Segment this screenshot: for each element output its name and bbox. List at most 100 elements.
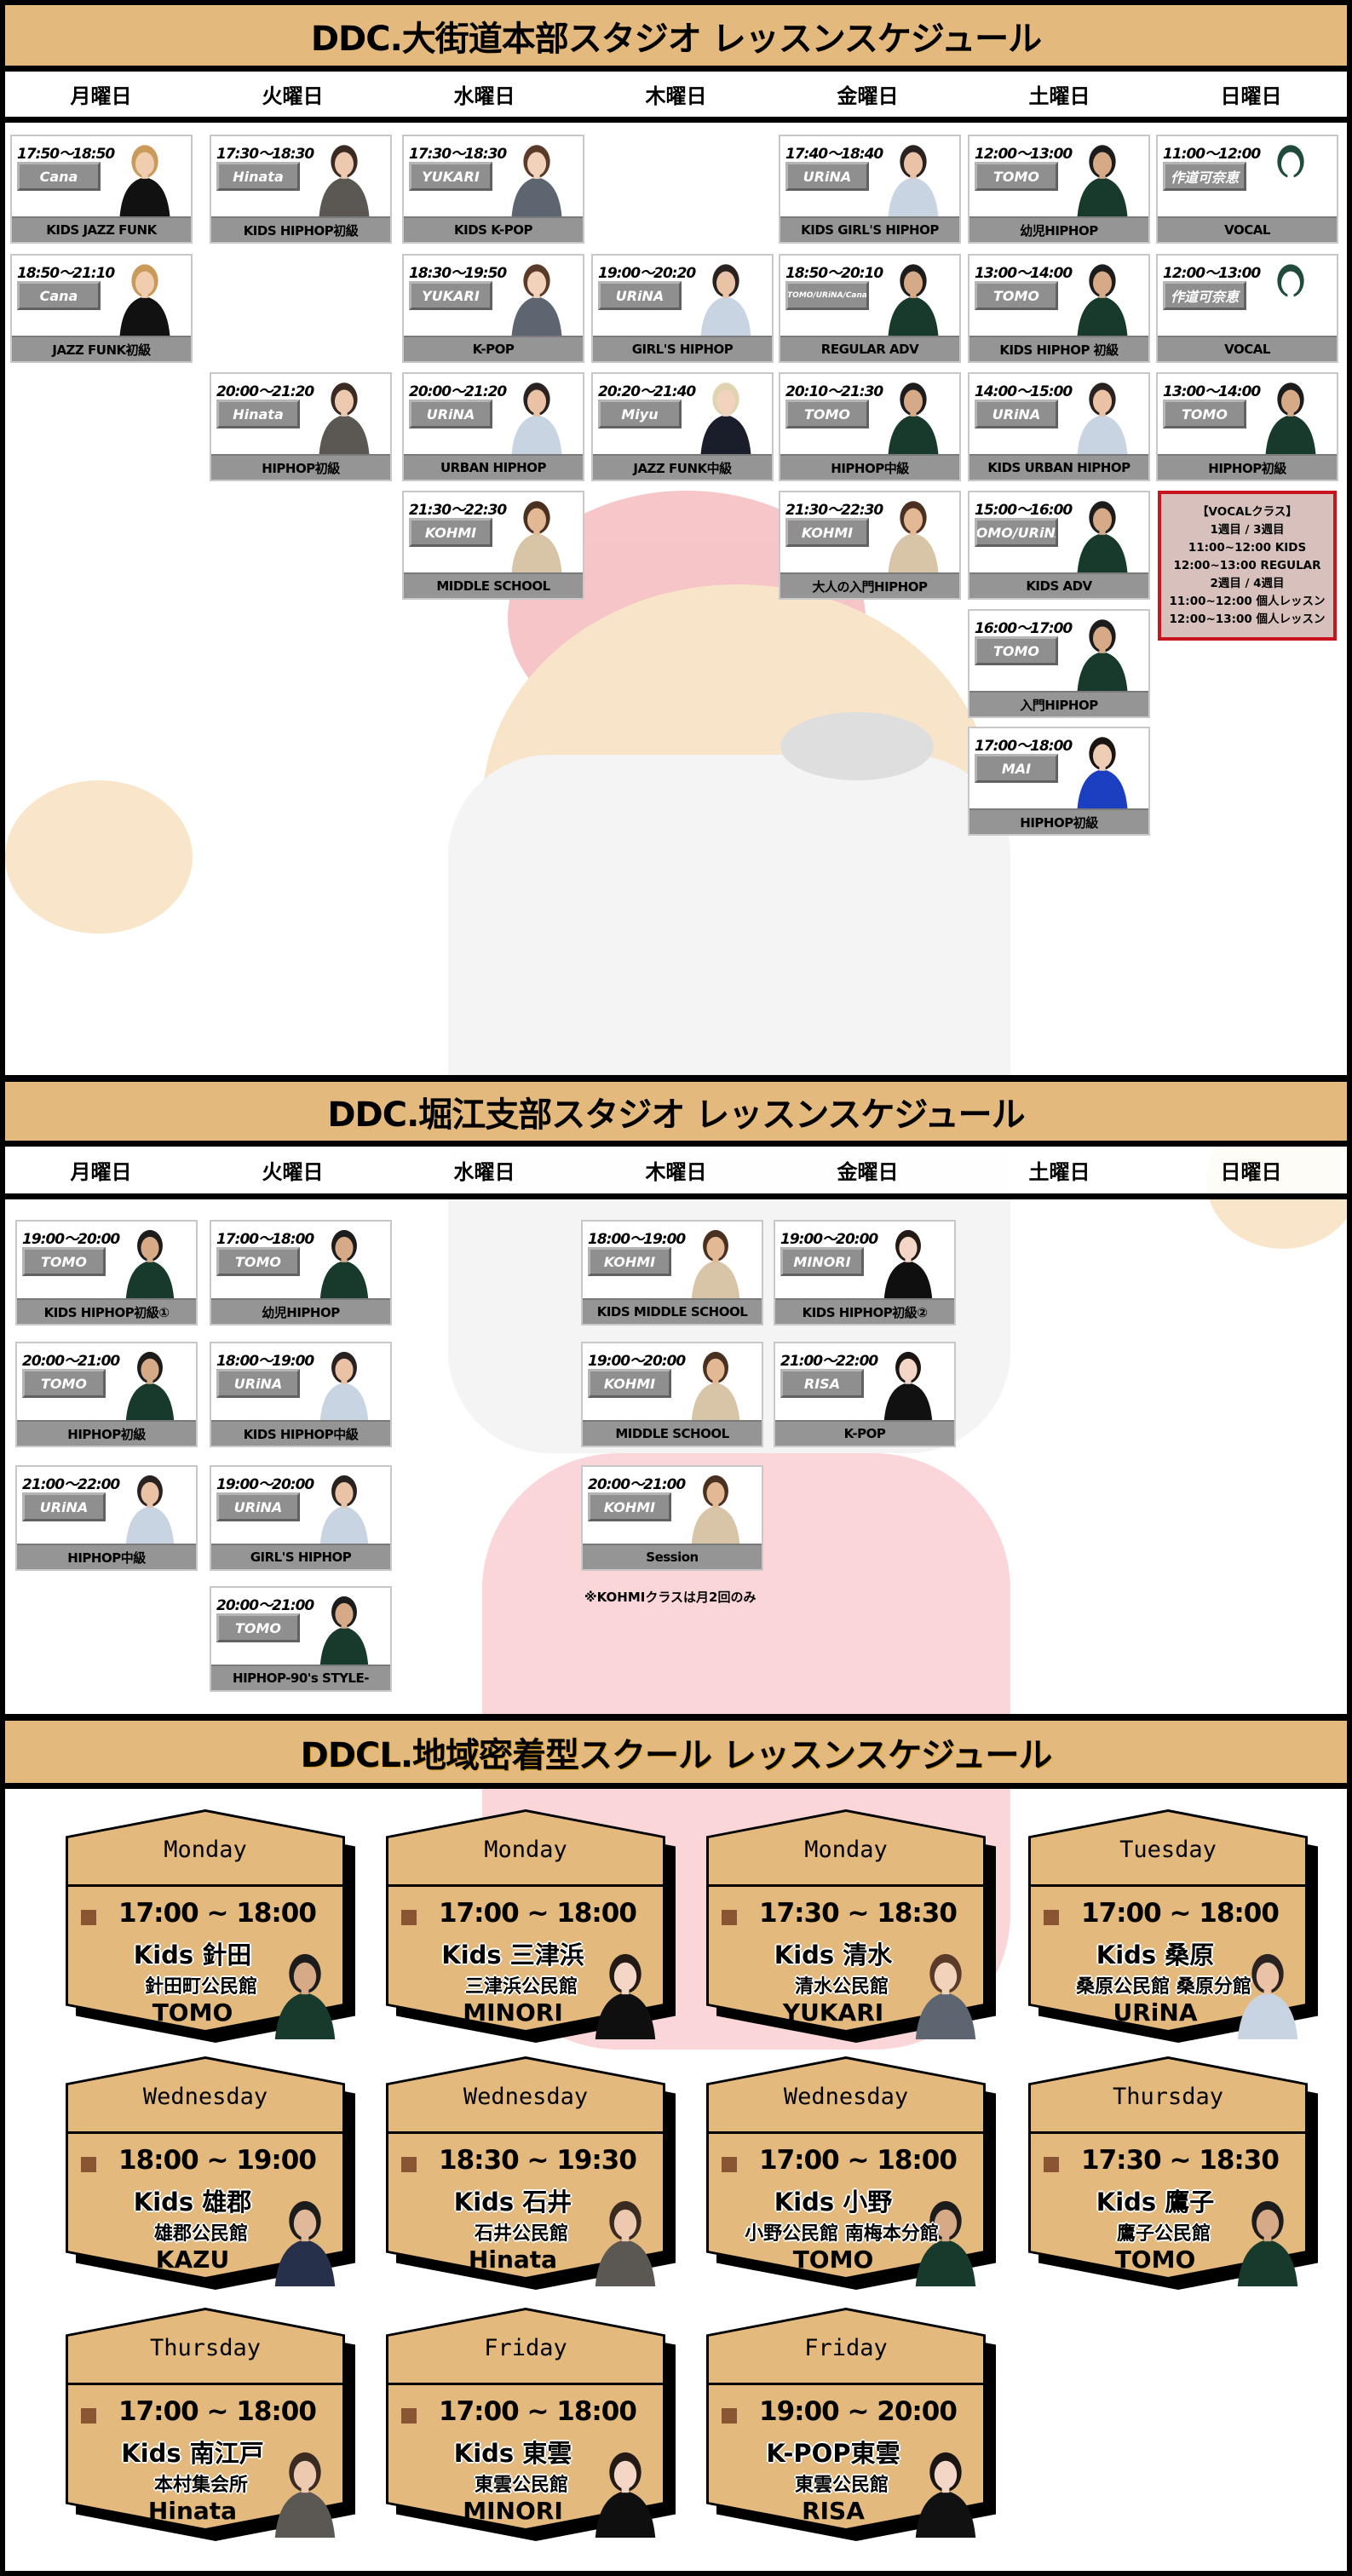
instructor-button[interactable]: TOMO: [216, 1613, 300, 1642]
class-card[interactable]: 19:00～20:20 URiNA GIRL'S HIPHOP: [591, 254, 774, 363]
community-class-card[interactable]: Wednesday 18:30 ~ 19:30 Kids 石井 石井公民館 Hi…: [386, 2056, 676, 2290]
card-instructor: TOMO: [152, 1998, 233, 2027]
instructor-photo: [494, 138, 579, 216]
vocal-note-line: 12:00~13:00 個人レッスン: [1169, 612, 1326, 626]
instructor-button[interactable]: URiNA: [785, 162, 869, 191]
instructor-button[interactable]: Cana: [17, 162, 101, 191]
class-time: 17:30～18:30: [216, 146, 314, 163]
instructor-button[interactable]: TOMO: [216, 1247, 300, 1276]
instructor-button[interactable]: 作道可奈恵: [1163, 281, 1246, 310]
community-class-card[interactable]: Monday 17:30 ~ 18:30 Kids 清水 清水公民館 YUKAR…: [706, 1809, 996, 2043]
class-card[interactable]: 18:50～20:10 TOMO/URiNA/Cana REGULAR ADV: [779, 254, 961, 363]
class-card[interactable]: 21:30～22:30 KOHMI 大人の入門HIPHOP: [779, 491, 961, 600]
instructor-button[interactable]: Cana: [17, 281, 101, 310]
class-card[interactable]: 13:00～14:00 TOMO HIPHOP初級: [1156, 372, 1338, 481]
instructor-photo: [1248, 257, 1333, 336]
community-class-card[interactable]: Friday 19:00 ~ 20:00 K-POP東雲 東雲公民館 RISA: [706, 2308, 996, 2541]
instructor-button[interactable]: TOMO: [785, 400, 869, 428]
bullet-square-icon: [81, 1910, 96, 1925]
card-body: [68, 1812, 342, 2030]
instructor-button[interactable]: TOMO: [975, 281, 1058, 310]
class-card[interactable]: 18:30～19:50 YUKARI K-POP: [402, 254, 584, 363]
class-name: VOCAL: [1158, 336, 1337, 361]
class-card[interactable]: 12:00～13:00 作道可奈恵 VOCAL: [1156, 254, 1338, 363]
instructor-button[interactable]: KOHMI: [588, 1369, 671, 1398]
card-divider: [1031, 2131, 1305, 2134]
class-card[interactable]: 14:00～15:00 URiNA KIDS URBAN HIPHOP: [968, 372, 1150, 481]
community-class-card[interactable]: Wednesday 17:00 ~ 18:00 Kids 小野 小野公民館 南梅…: [706, 2056, 996, 2290]
community-class-card[interactable]: Monday 17:00 ~ 18:00 Kids 針田 針田町公民館 TOMO: [66, 1809, 355, 2043]
community-class-card[interactable]: Wednesday 18:00 ~ 19:00 Kids 雄郡 雄郡公民館 KA…: [66, 2056, 355, 2290]
instructor-button[interactable]: URiNA: [22, 1492, 106, 1521]
card-day: Thursday: [149, 2335, 262, 2361]
instructor-button[interactable]: URiNA: [598, 281, 682, 310]
instructor-button[interactable]: TOMO: [22, 1247, 106, 1276]
card-venue: 東雲公民館: [794, 2475, 889, 2496]
instructor-button[interactable]: RISA: [780, 1369, 864, 1398]
class-card[interactable]: 13:00～14:00 TOMO KIDS HIPHOP 初級: [968, 254, 1150, 363]
class-card[interactable]: 21:30～22:30 KOHMI MIDDLE SCHOOL: [402, 491, 584, 600]
class-time: 12:00～13:00: [975, 146, 1073, 163]
community-class-card[interactable]: Thursday 17:30 ~ 18:30 Kids 鷹子 鷹子公民館 TOM…: [1028, 2056, 1318, 2290]
class-card[interactable]: 19:00～20:00 URiNA GIRL'S HIPHOP: [210, 1465, 392, 1571]
instructor-button[interactable]: YUKARI: [409, 162, 492, 191]
card-class: Kids 桑原: [1096, 1941, 1215, 1969]
class-card[interactable]: 19:00～20:00 MINORI KIDS HIPHOP初級②: [774, 1220, 956, 1325]
instructor-button[interactable]: KOHMI: [588, 1492, 671, 1521]
community-class-card[interactable]: Thursday 17:00 ~ 18:00 Kids 南江戸 本村集会所 Hi…: [66, 2308, 355, 2541]
class-card[interactable]: 20:20～21:40 Miyu JAZZ FUNK中級: [591, 372, 774, 481]
class-time: 17:50～18:50: [17, 146, 115, 163]
class-name: K-POP: [404, 336, 583, 361]
instructor-button[interactable]: TOMO/URiNA: [975, 518, 1058, 547]
class-card[interactable]: 20:00～21:20 Hinata HIPHOP初級: [210, 372, 392, 481]
instructor-button[interactable]: TOMO/URiNA/Cana: [785, 281, 869, 310]
class-card[interactable]: 17:30～18:30 Hinata KIDS HIPHOP初級: [210, 135, 392, 244]
class-card[interactable]: 12:00～13:00 TOMO 幼児HIPHOP: [968, 135, 1150, 244]
class-name: K-POP: [775, 1420, 954, 1446]
instructor-button[interactable]: TOMO: [975, 162, 1058, 191]
class-card[interactable]: 18:00～19:00 KOHMI KIDS MIDDLE SCHOOL: [581, 1220, 763, 1325]
class-card[interactable]: 17:40～18:40 URiNA KIDS GIRL'S HIPHOP: [779, 135, 961, 244]
instructor-button[interactable]: KOHMI: [409, 518, 492, 547]
instructor-button[interactable]: MINORI: [780, 1247, 864, 1276]
instructor-button[interactable]: TOMO: [1163, 400, 1246, 428]
instructor-button[interactable]: Hinata: [216, 162, 300, 191]
community-class-card[interactable]: Monday 17:00 ~ 18:00 Kids 三津浜 三津浜公民館 MIN…: [386, 1809, 676, 2043]
community-class-card[interactable]: Tuesday 17:00 ~ 18:00 Kids 桑原 桑原公民館 桑原分館…: [1028, 1809, 1318, 2043]
instructor-button[interactable]: Miyu: [598, 400, 682, 428]
class-card[interactable]: 17:00～18:00 TOMO 幼児HIPHOP: [210, 1220, 392, 1325]
class-card[interactable]: 20:00～21:00 KOHMI Session: [581, 1465, 763, 1571]
class-card[interactable]: 18:00～19:00 URiNA KIDS HIPHOP中級: [210, 1342, 392, 1447]
class-card[interactable]: 18:50～21:10 Cana JAZZ FUNK初級: [10, 254, 193, 363]
class-card[interactable]: 17:00～18:00 MAI HIPHOP初級: [968, 727, 1150, 836]
instructor-button[interactable]: URiNA: [409, 400, 492, 428]
instructor-button[interactable]: YUKARI: [409, 281, 492, 310]
instructor-button[interactable]: TOMO: [975, 636, 1058, 665]
class-card[interactable]: 15:00～16:00 TOMO/URiNA KIDS ADV: [968, 491, 1150, 600]
community-class-card[interactable]: Friday 17:00 ~ 18:00 Kids 東雲 東雲公民館 MINOR…: [386, 2308, 676, 2541]
class-card[interactable]: 19:00～20:00 TOMO KIDS HIPHOP初級①: [15, 1220, 198, 1325]
instructor-button[interactable]: URiNA: [216, 1492, 300, 1521]
vocal-note-line: 【VOCALクラス】: [1197, 504, 1297, 519]
card-body: [68, 2310, 342, 2528]
class-card[interactable]: 20:00～21:00 TOMO HIPHOP初級: [15, 1342, 198, 1447]
instructor-button[interactable]: KOHMI: [588, 1247, 671, 1276]
class-card[interactable]: 20:10～21:30 TOMO HIPHOP中級: [779, 372, 961, 481]
instructor-button[interactable]: URiNA: [216, 1369, 300, 1398]
instructor-button[interactable]: 作道可奈恵: [1163, 162, 1246, 191]
instructor-button[interactable]: URiNA: [975, 400, 1058, 428]
class-card[interactable]: 20:00～21:20 URiNA URBAN HIPHOP: [402, 372, 584, 481]
class-card[interactable]: 21:00～22:00 URiNA HIPHOP中級: [15, 1465, 198, 1571]
class-card[interactable]: 21:00～22:00 RISA K-POP: [774, 1342, 956, 1447]
class-card[interactable]: 17:50～18:50 Cana KIDS JAZZ FUNK: [10, 135, 193, 244]
class-card[interactable]: 16:00～17:00 TOMO 入門HIPHOP: [968, 609, 1150, 718]
instructor-photo: [871, 138, 956, 216]
instructor-button[interactable]: TOMO: [22, 1369, 106, 1398]
class-card[interactable]: 20:00～21:00 TOMO HIPHOP-90's STYLE-: [210, 1586, 392, 1692]
instructor-button[interactable]: MAI: [975, 754, 1058, 783]
class-card[interactable]: 17:30～18:30 YUKARI KIDS K-POP: [402, 135, 584, 244]
class-card[interactable]: 11:00～12:00 作道可奈恵 VOCAL: [1156, 135, 1338, 244]
instructor-button[interactable]: KOHMI: [785, 518, 869, 547]
class-card[interactable]: 19:00～20:00 KOHMI MIDDLE SCHOOL: [581, 1342, 763, 1447]
instructor-button[interactable]: Hinata: [216, 400, 300, 428]
